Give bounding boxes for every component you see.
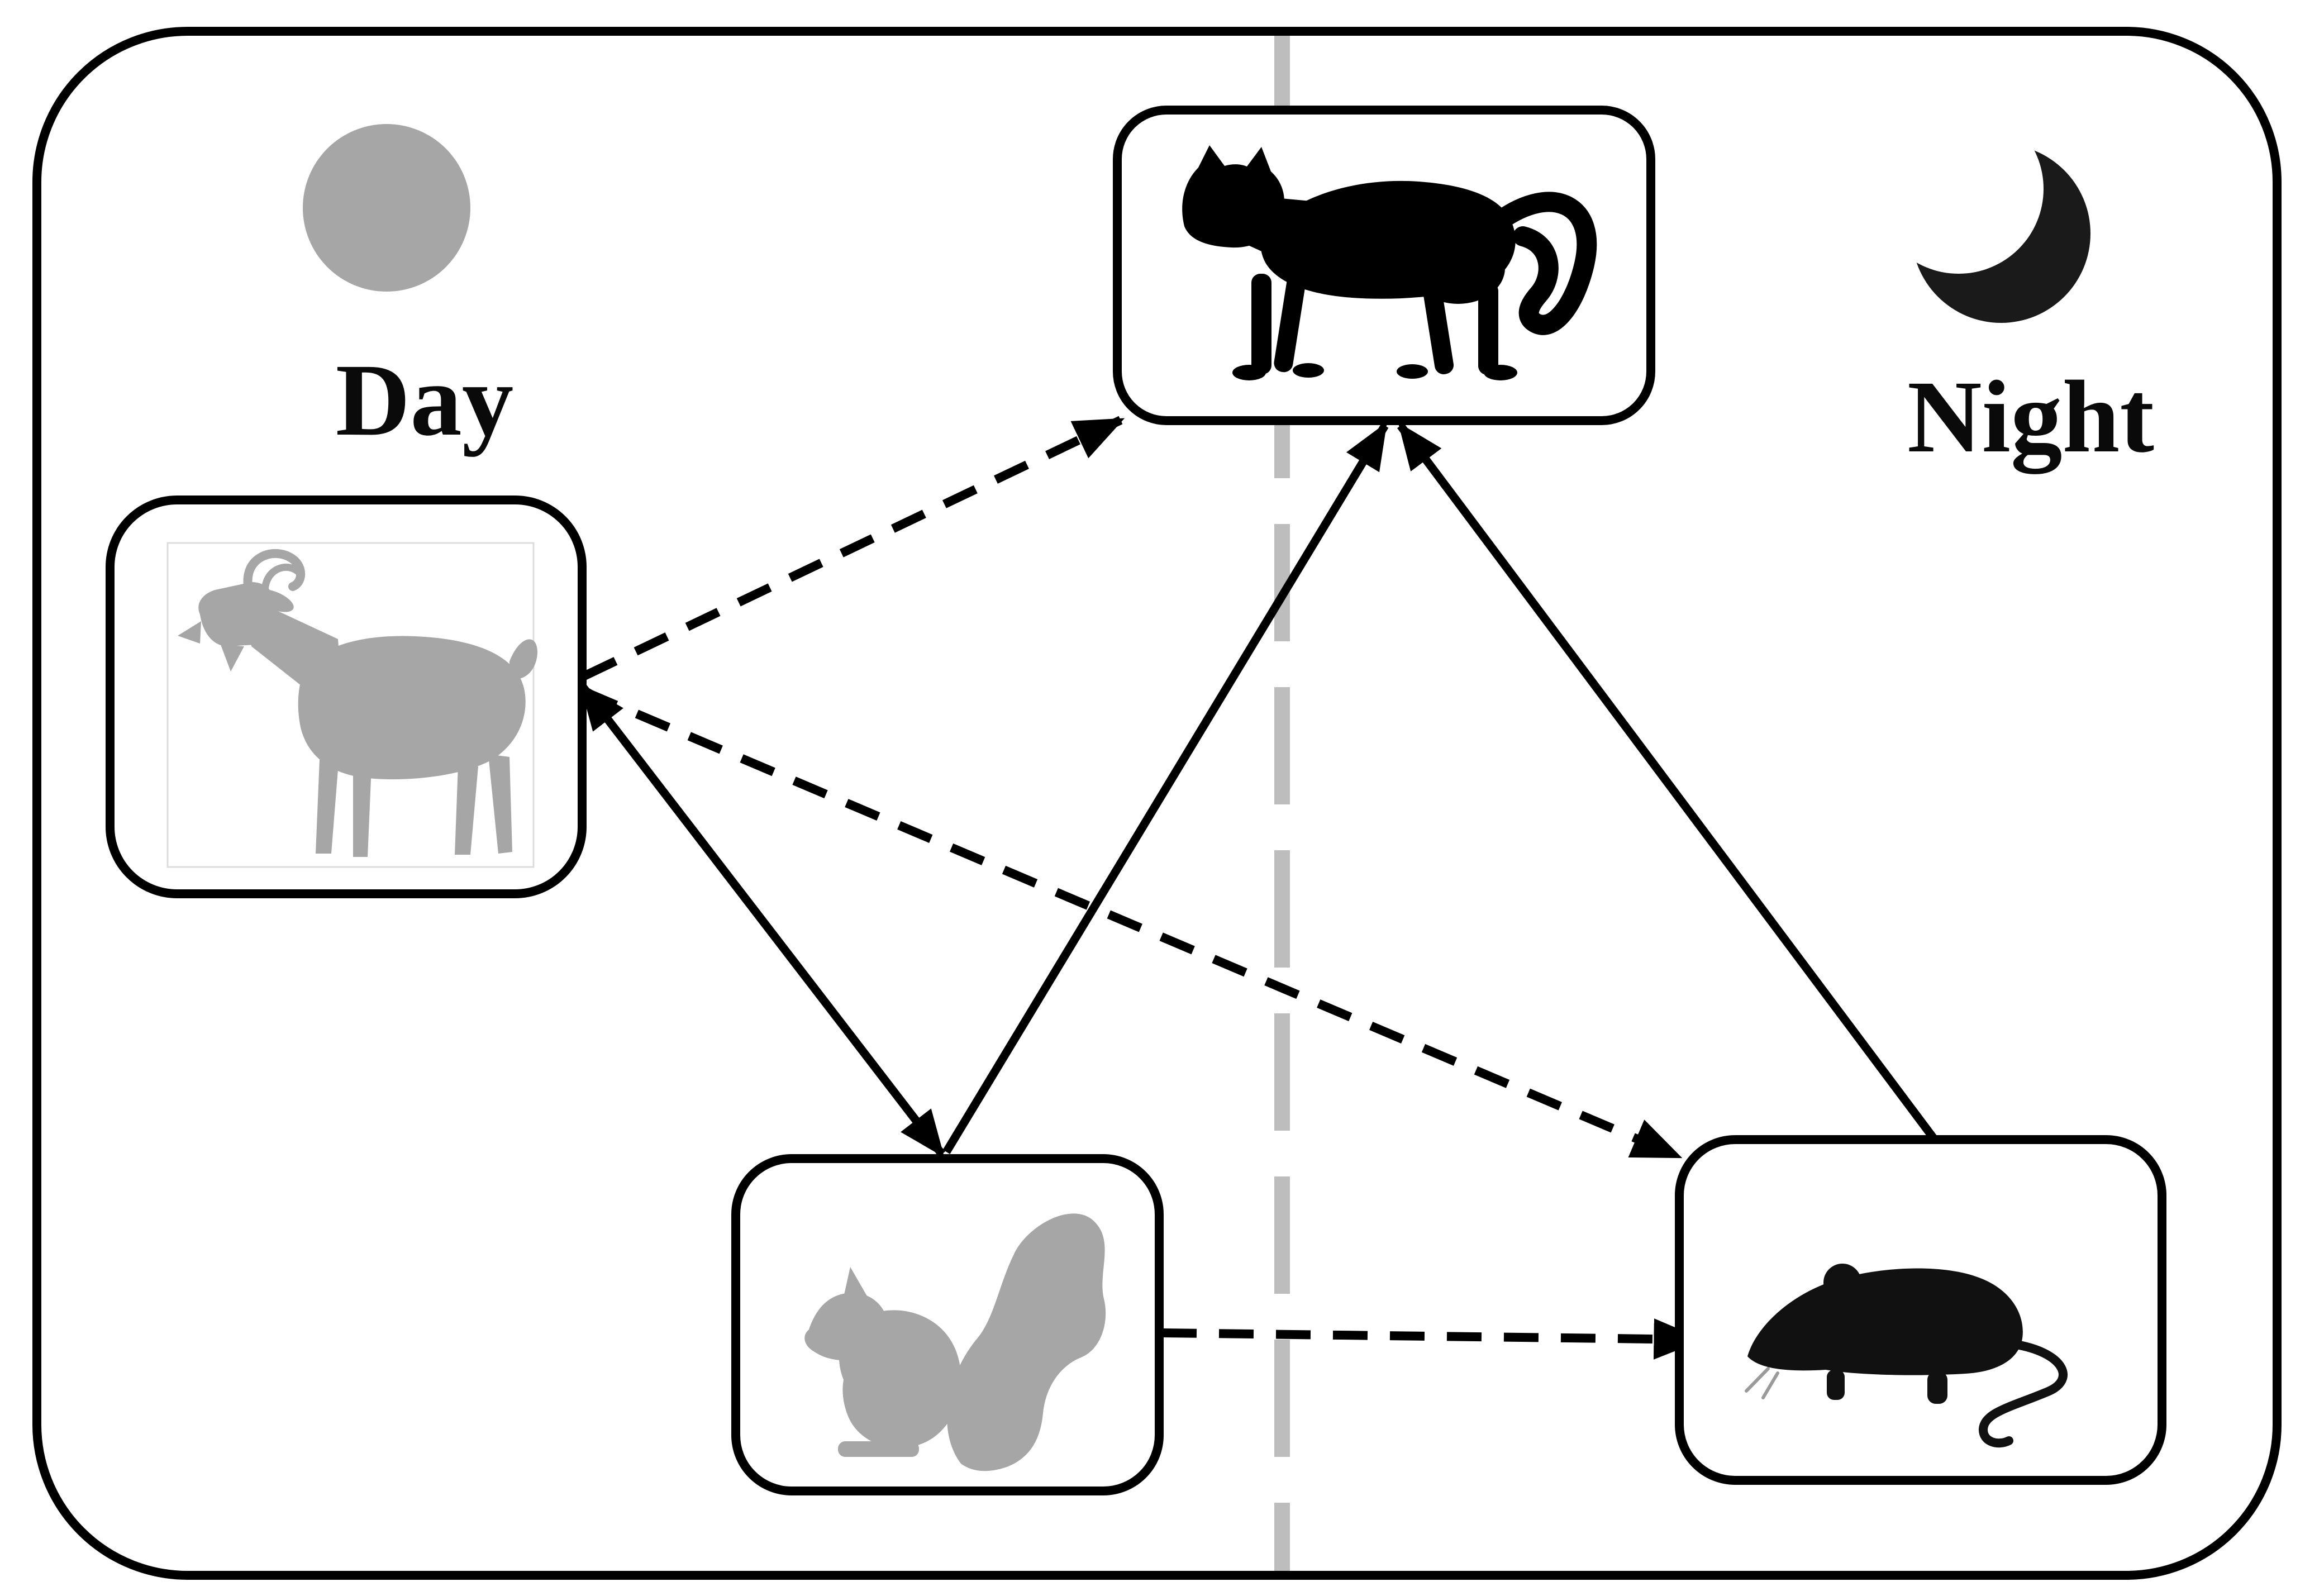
sun-icon [303,124,470,292]
edge-goat-cat-dashed [582,416,1125,680]
night-label: Night [1907,360,2154,474]
edge-goat-rat-dashed [582,687,1683,1161]
cat-icon [1182,145,1597,380]
rat-icon [1745,1264,2068,1448]
cat-node [1113,106,1655,425]
goat-icon [166,542,537,868]
edge-goat-squirrel-solid [579,683,945,1157]
squirrel-icon [804,1213,1106,1471]
edge-squirrel-cat-solid [942,422,1389,1154]
day-label: Day [336,343,514,458]
diagram-border [32,27,2282,1580]
night-zone: Night [1874,104,2154,474]
edge-rat-cat-solid [1397,422,1940,1145]
edges [579,416,1940,1360]
edge-squirrel-rat-dashed [1161,1318,1704,1360]
goat-node [106,496,587,898]
squirrel-node [731,1154,1164,1495]
moon-icon [1874,104,2090,323]
day-zone: Day [303,124,513,458]
goat-image-frame [166,542,535,868]
rat-node [1675,1135,2166,1485]
